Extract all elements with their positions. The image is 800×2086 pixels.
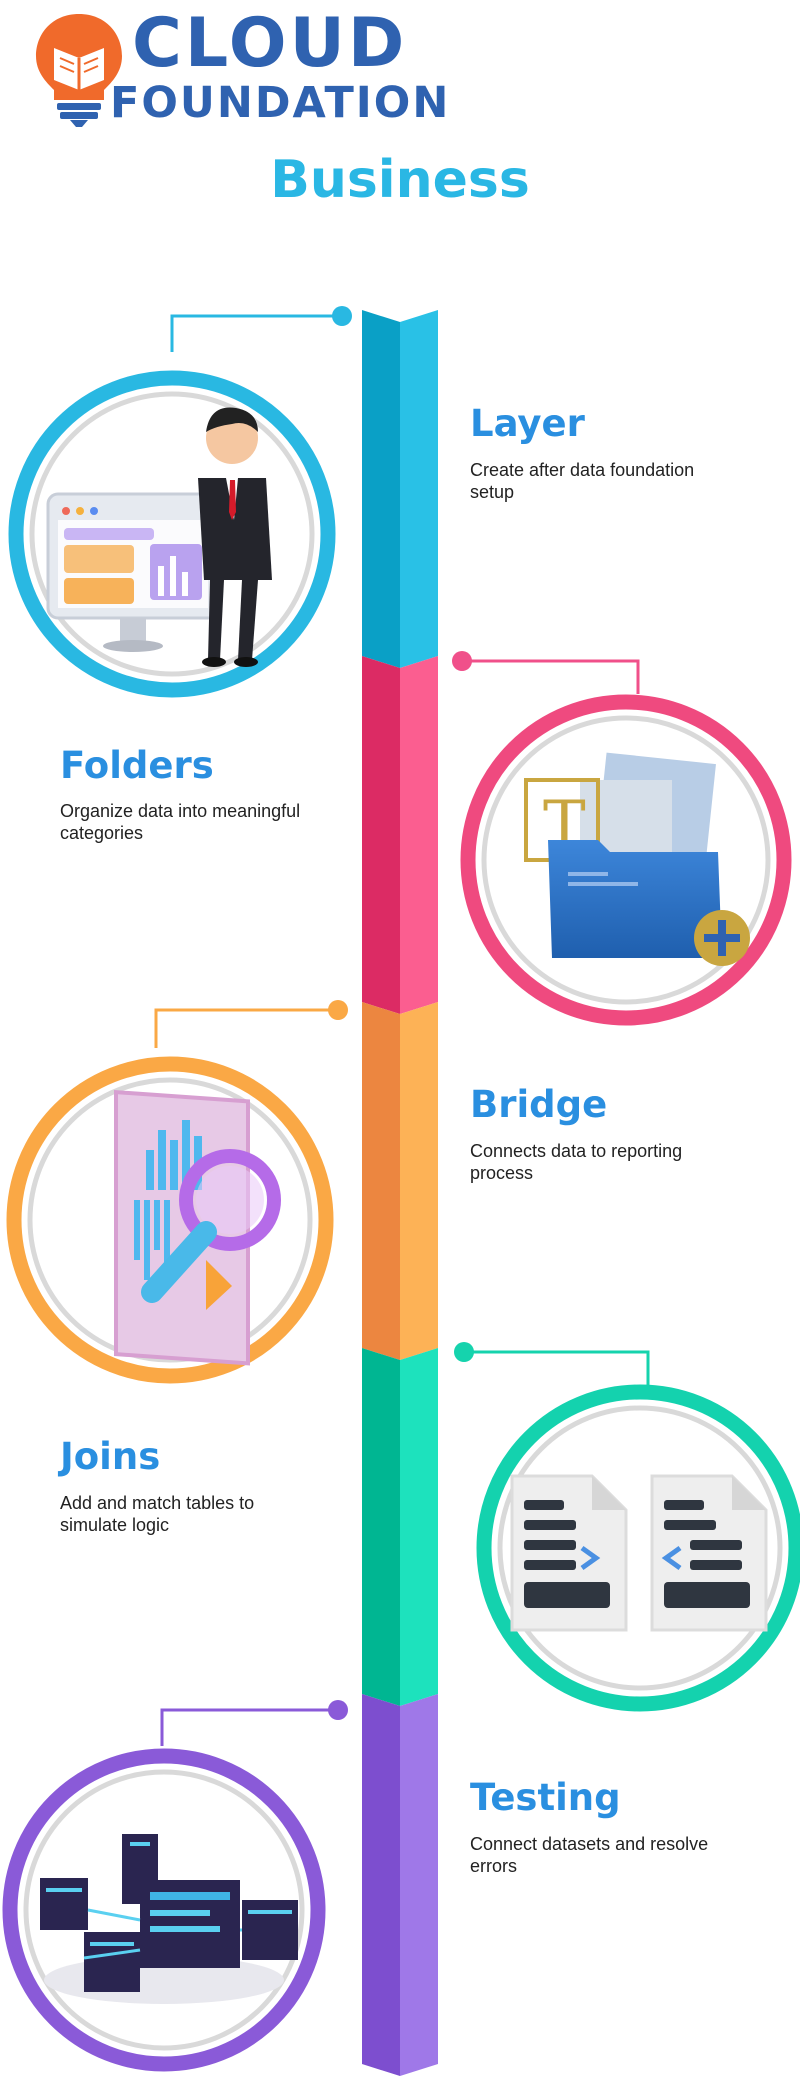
timeline-segment-folders	[362, 656, 438, 1014]
file-transfer-illustration	[476, 1384, 800, 1712]
brand-name-line2: FOUNDATION	[110, 78, 451, 128]
server-network-illustration	[2, 1748, 326, 2072]
step-description-folders: Organize data into meaningful categories	[60, 801, 301, 843]
connector-folders	[452, 651, 640, 694]
timeline-segment-layer	[362, 310, 438, 668]
timeline-segment-joins	[362, 1348, 438, 1706]
step-title-bridge: Bridge	[470, 1083, 608, 1126]
timeline-segment-bridge	[362, 1002, 438, 1360]
step-title-testing: Testing	[470, 1776, 621, 1819]
connector-testing	[160, 1700, 348, 1746]
page-title: Business	[270, 150, 530, 210]
step-title-layer: Layer	[470, 402, 585, 445]
timeline-segment-testing	[362, 1694, 438, 2076]
step-description-layer: Create after data foundation setup	[470, 460, 695, 502]
connector-joins	[454, 1342, 650, 1386]
connector-layer	[170, 306, 352, 352]
timeline-bar	[362, 310, 438, 2076]
businessman-dashboard-illustration	[8, 370, 336, 698]
lightbulb-book-icon	[36, 14, 122, 127]
step-title-folders: Folders	[60, 744, 214, 787]
data-analysis-magnifier-illustration	[6, 1056, 334, 1384]
brand-name-line1: CLOUD	[132, 4, 408, 83]
step-description-joins: Add and match tables to simulate logic	[60, 1493, 255, 1535]
step-description-testing: Connect datasets and resolve errors	[470, 1834, 709, 1876]
step-description-bridge: Connects data to reporting process	[470, 1141, 683, 1183]
step-title-joins: Joins	[60, 1435, 161, 1478]
folder-add-illustration: T	[460, 694, 792, 1026]
brand-logo: CLOUD FOUNDATION	[24, 8, 484, 128]
connector-bridge	[154, 1000, 348, 1048]
